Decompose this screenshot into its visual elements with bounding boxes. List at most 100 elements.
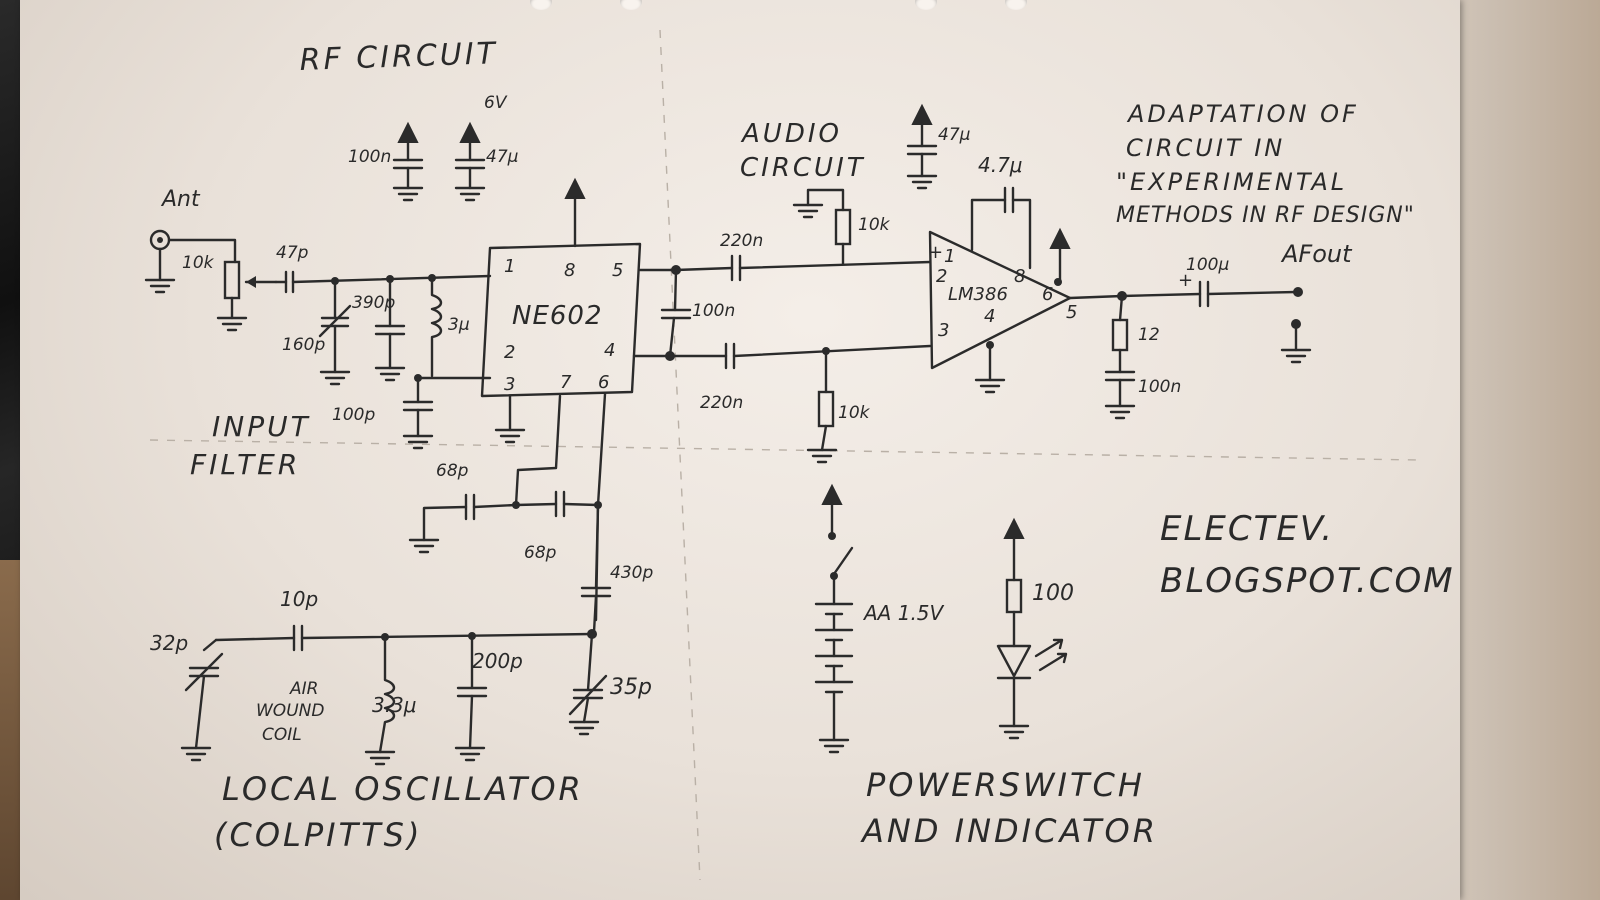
decoupling-100n-label: 100n	[348, 147, 391, 167]
credit-line-1: ADAPTATION OF	[1126, 100, 1359, 128]
antenna-label: Ant	[160, 187, 201, 212]
lm386-pin-5: 5	[1066, 302, 1077, 323]
ground-symbol	[402, 434, 434, 450]
ne602-label: NE602	[512, 301, 603, 331]
led-icon	[996, 644, 1032, 678]
cap-390p-label: 390p	[352, 293, 395, 313]
ground-symbol	[1104, 404, 1136, 420]
air-coil-label-3: COIL	[262, 725, 302, 745]
supply-arrow-icon	[1004, 519, 1024, 539]
ground-symbol	[408, 538, 440, 554]
ground-symbol	[319, 370, 351, 386]
ground-symbol	[216, 316, 248, 332]
ground-symbol	[568, 720, 600, 736]
cap-200p-label: 200p	[472, 649, 523, 673]
ne602-pin-6: 6	[598, 372, 609, 393]
punch-hole	[530, 0, 552, 10]
cap-47p-label: 47p	[276, 243, 309, 263]
blog-line-1: ELECTEV.	[1160, 509, 1334, 549]
res-100-led-label: 100	[1032, 581, 1074, 606]
cap-4-7u-label: 4.7μ	[978, 153, 1023, 177]
plus-sign: +	[928, 242, 943, 263]
cap-47u-amp-label: 47μ	[938, 125, 971, 145]
coil-3-3u-label: 3.3μ	[372, 693, 417, 717]
air-coil-label-1: AIR	[289, 679, 318, 699]
power-heading-2: AND INDICATOR	[860, 812, 1158, 850]
cap-35p-label: 35p	[610, 675, 652, 700]
supply-arrow-icon	[565, 179, 585, 199]
rf-circuit-heading: RF CIRCUIT	[299, 36, 498, 78]
battery-label: AA 1.5V	[862, 601, 945, 625]
antenna-potentiometer	[223, 260, 241, 300]
lm386-pin-1: 1	[944, 246, 955, 267]
power-heading-1: POWERSWITCH	[866, 766, 1145, 804]
ne602-pin-7: 7	[560, 372, 572, 393]
ground-symbol	[180, 746, 212, 762]
cap-160p-label: 160p	[282, 335, 325, 355]
input-filter-heading-1: INPUT	[212, 410, 311, 443]
supply-arrow-icon	[398, 123, 418, 143]
supply-arrow-icon	[460, 123, 480, 143]
ne602-pin-2: 2	[504, 342, 515, 363]
lm386-amplifier	[928, 230, 1072, 370]
af-out-label: AFout	[1280, 240, 1353, 268]
supply-decoupling	[392, 123, 486, 202]
cap-100n-mid-label: 100n	[692, 301, 735, 321]
ground-symbol	[454, 746, 486, 762]
cap-220n-top-label: 220n	[720, 231, 763, 251]
power-section	[814, 485, 1068, 754]
input-filter-section	[144, 229, 492, 450]
cap-100p-label: 100p	[332, 405, 375, 425]
decoupling-47u-label: 47μ	[486, 147, 519, 167]
pot-10k-label: 10k	[182, 253, 215, 273]
coil-3u-label: 3μ	[448, 315, 470, 335]
punch-hole	[915, 0, 937, 10]
punch-hole	[620, 0, 642, 10]
battery-stack	[814, 602, 854, 742]
blog-line-2: BLOGSPOT.COM	[1160, 561, 1455, 601]
lm386-pin-4: 4	[984, 306, 995, 327]
ground-symbol	[998, 724, 1030, 740]
page-fold-lines	[149, 29, 1421, 881]
supply-voltage-label: 6V	[484, 93, 508, 113]
punch-hole	[1005, 0, 1027, 10]
plus-sign: +	[1178, 270, 1193, 291]
cap-220n-bottom-label: 220n	[700, 393, 743, 413]
supply-arrow-icon	[822, 485, 842, 505]
cap-430p-label: 430p	[610, 563, 653, 583]
res-10k-bottom-label: 10k	[838, 403, 871, 423]
lm386-pin-3: 3	[938, 320, 949, 341]
ground-symbol	[392, 186, 424, 202]
ground-symbol	[374, 366, 406, 382]
lm386-label: LM386	[948, 284, 1008, 305]
input-filter-heading-2: FILTER	[190, 448, 300, 481]
ground-symbol	[974, 378, 1006, 394]
credit-line-2: CIRCUIT IN	[1126, 134, 1285, 162]
cap-32p-label: 32p	[150, 631, 188, 655]
audio-heading-2: CIRCUIT	[740, 153, 866, 183]
supply-arrow-icon	[912, 105, 932, 125]
ground-symbol	[792, 203, 824, 219]
text-labels: RF CIRCUIT 6V 100n 47μ Ant 10k 47p 160p …	[150, 36, 1455, 854]
power-switch	[832, 546, 854, 576]
ground-symbol	[454, 186, 486, 202]
cap-68p-b-label: 68p	[524, 543, 557, 563]
supply-arrow-icon	[1050, 229, 1070, 249]
ground-symbol	[906, 174, 938, 190]
lm386-pin-2: 2	[936, 266, 947, 287]
ne602-mixer	[480, 179, 642, 622]
local-oscillator-heading-1: LOCAL OSCILLATOR	[222, 770, 584, 808]
audio-heading-1: AUDIO	[740, 119, 842, 149]
ne602-pin-8: 8	[564, 260, 575, 281]
cap-100u-out-label: 100μ	[1186, 255, 1229, 275]
ne602-pin-5: 5	[612, 260, 623, 281]
ne602-pin-1: 1	[504, 256, 515, 277]
credit-line-3: "EXPERIMENTAL	[1116, 168, 1347, 196]
cap-10p-label: 10p	[280, 587, 318, 611]
cap-zobel-label: 100n	[1138, 377, 1181, 397]
credit-line-4: METHODS IN RF DESIGN"	[1116, 203, 1415, 228]
lm386-pin-6: 6	[1042, 284, 1053, 305]
local-oscillator-heading-2: (COLPITTS)	[214, 816, 422, 854]
ground-symbol	[818, 738, 850, 754]
